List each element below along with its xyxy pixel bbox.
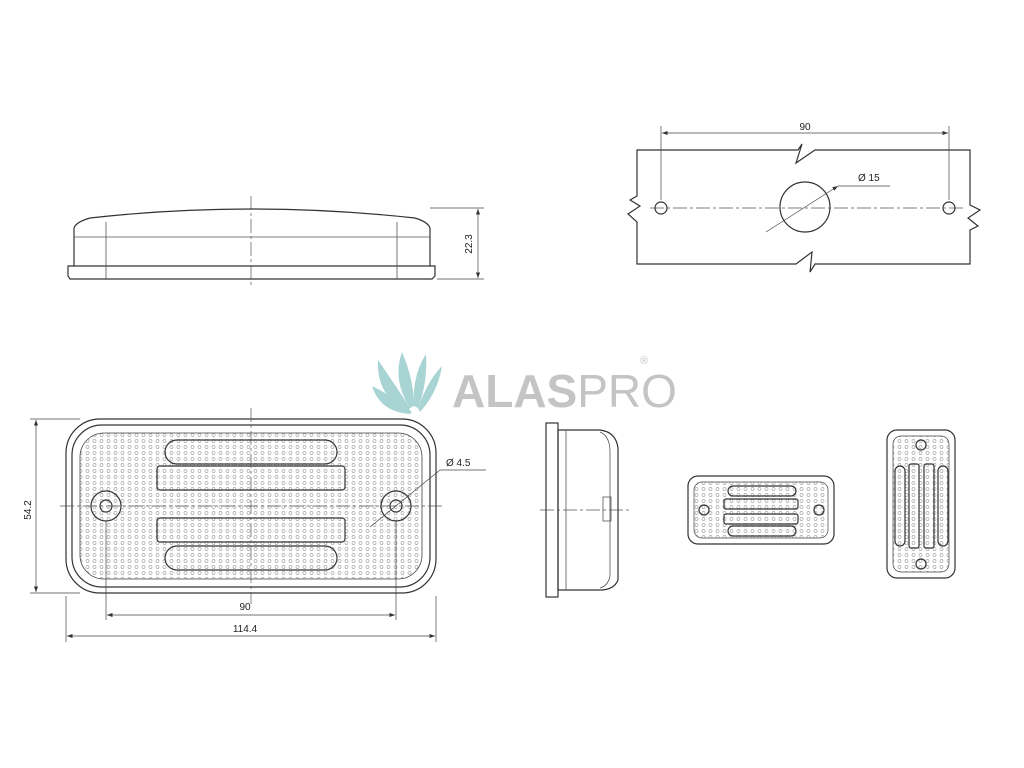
end-section-view <box>540 422 630 598</box>
front-hole-spacing-label: 90 <box>239 602 251 613</box>
svg-text:ALASPRO: ALASPRO <box>452 365 677 417</box>
side-profile-view: 22.3 <box>67 196 484 288</box>
horizontal-product-view <box>687 475 835 545</box>
logo-text-bold: ALAS <box>452 365 577 417</box>
logo-leaf-icon <box>372 352 442 414</box>
mount-hole-left <box>654 201 668 215</box>
front-view: Ø 4.5 54.2 90 114.4 <box>23 408 486 642</box>
logo-registered-mark: ® <box>640 355 648 367</box>
center-hole-dimension-label: Ø 15 <box>858 173 880 184</box>
center-cable-hole <box>779 181 831 233</box>
mount-hole-dimension-label: Ø 4.5 <box>446 458 471 469</box>
mount-hole-right <box>942 201 956 215</box>
vertical-product-view <box>886 429 956 579</box>
top-hole-spacing-label: 90 <box>799 122 811 133</box>
overall-length-label: 114.4 <box>233 624 258 635</box>
body-height-dimension-label: 54.2 <box>23 500 34 520</box>
mounting-panel-view: Ø 15 90 <box>627 122 982 273</box>
alaspro-logo: ALASPRO ® <box>372 352 677 417</box>
logo-text-light: PRO <box>577 365 677 417</box>
height-dimension-label: 22.3 <box>464 234 475 254</box>
